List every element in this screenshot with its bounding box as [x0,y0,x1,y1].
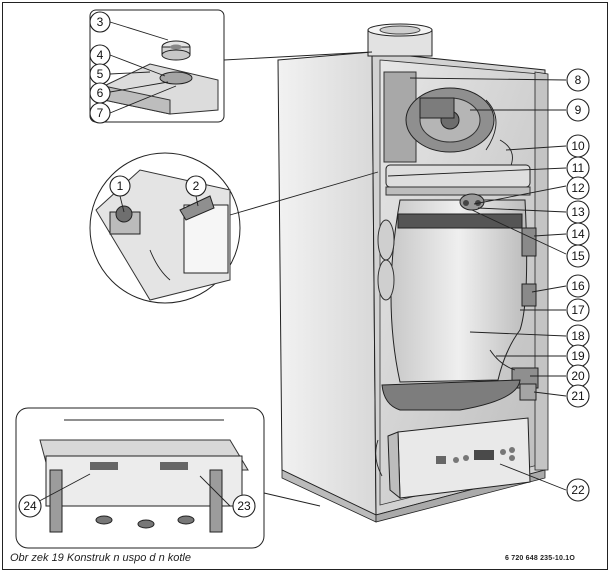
callout-label: 18 [571,329,585,343]
callout-label: 10 [571,139,585,153]
detail-inset-bottom [15,407,265,549]
callout-24: 24 [18,494,42,518]
callout-label: 15 [571,249,585,263]
callout-label: 19 [571,349,585,363]
callout-21: 21 [566,384,590,408]
callout-label: 23 [237,499,251,513]
callout-13: 13 [566,200,590,224]
callout-label: 11 [572,161,585,175]
callout-label: 24 [23,499,37,513]
callout-label: 12 [571,181,585,195]
callout-10: 10 [566,134,590,158]
callout-3: 3 [89,11,111,33]
callout-18: 18 [566,324,590,348]
callout-4: 4 [89,44,111,66]
callout-label: 17 [571,303,585,317]
figure-code: 6 720 648 235-10.1O [505,555,575,562]
condensate-tray [381,379,521,411]
heat-exchanger [377,193,528,383]
callout-23: 23 [232,494,256,518]
figure-caption: Obr zek 19 Konstruk n uspo d n kotle [10,552,191,564]
callout-label: 20 [571,369,585,383]
callout-label: 8 [575,73,582,87]
callout-11: 11 [566,156,590,180]
callout-label: 5 [97,67,104,81]
fan-assembly [383,71,513,169]
callout-16: 16 [566,274,590,298]
callout-label: 13 [571,205,585,219]
callout-1: 1 [109,175,131,197]
callout-14: 14 [566,222,590,246]
callout-label: 1 [117,179,124,193]
callout-15: 15 [566,244,590,268]
detail-inset-top [89,9,225,123]
callout-5: 5 [89,63,111,85]
callout-label: 2 [193,179,200,193]
callout-label: 7 [97,106,104,120]
callout-2: 2 [185,175,207,197]
control-panel [375,417,531,500]
callout-8: 8 [566,68,590,92]
callout-6: 6 [89,82,111,104]
callout-20: 20 [566,364,590,388]
callout-label: 14 [571,227,585,241]
callout-label: 4 [97,48,104,62]
callout-label: 16 [571,279,585,293]
flue-outlet [367,23,433,57]
callout-7: 7 [89,102,111,124]
callout-9: 9 [566,98,590,122]
callout-label: 9 [575,103,582,117]
callout-19: 19 [566,344,590,368]
callout-label: 6 [97,86,104,100]
callout-label: 21 [571,389,585,403]
callout-label: 3 [97,15,104,29]
burner-manifold [385,164,531,196]
callout-17: 17 [566,298,590,322]
callout-label: 22 [571,483,585,497]
callout-22: 22 [566,478,590,502]
callout-12: 12 [566,176,590,200]
detail-inset-circle [89,152,241,304]
